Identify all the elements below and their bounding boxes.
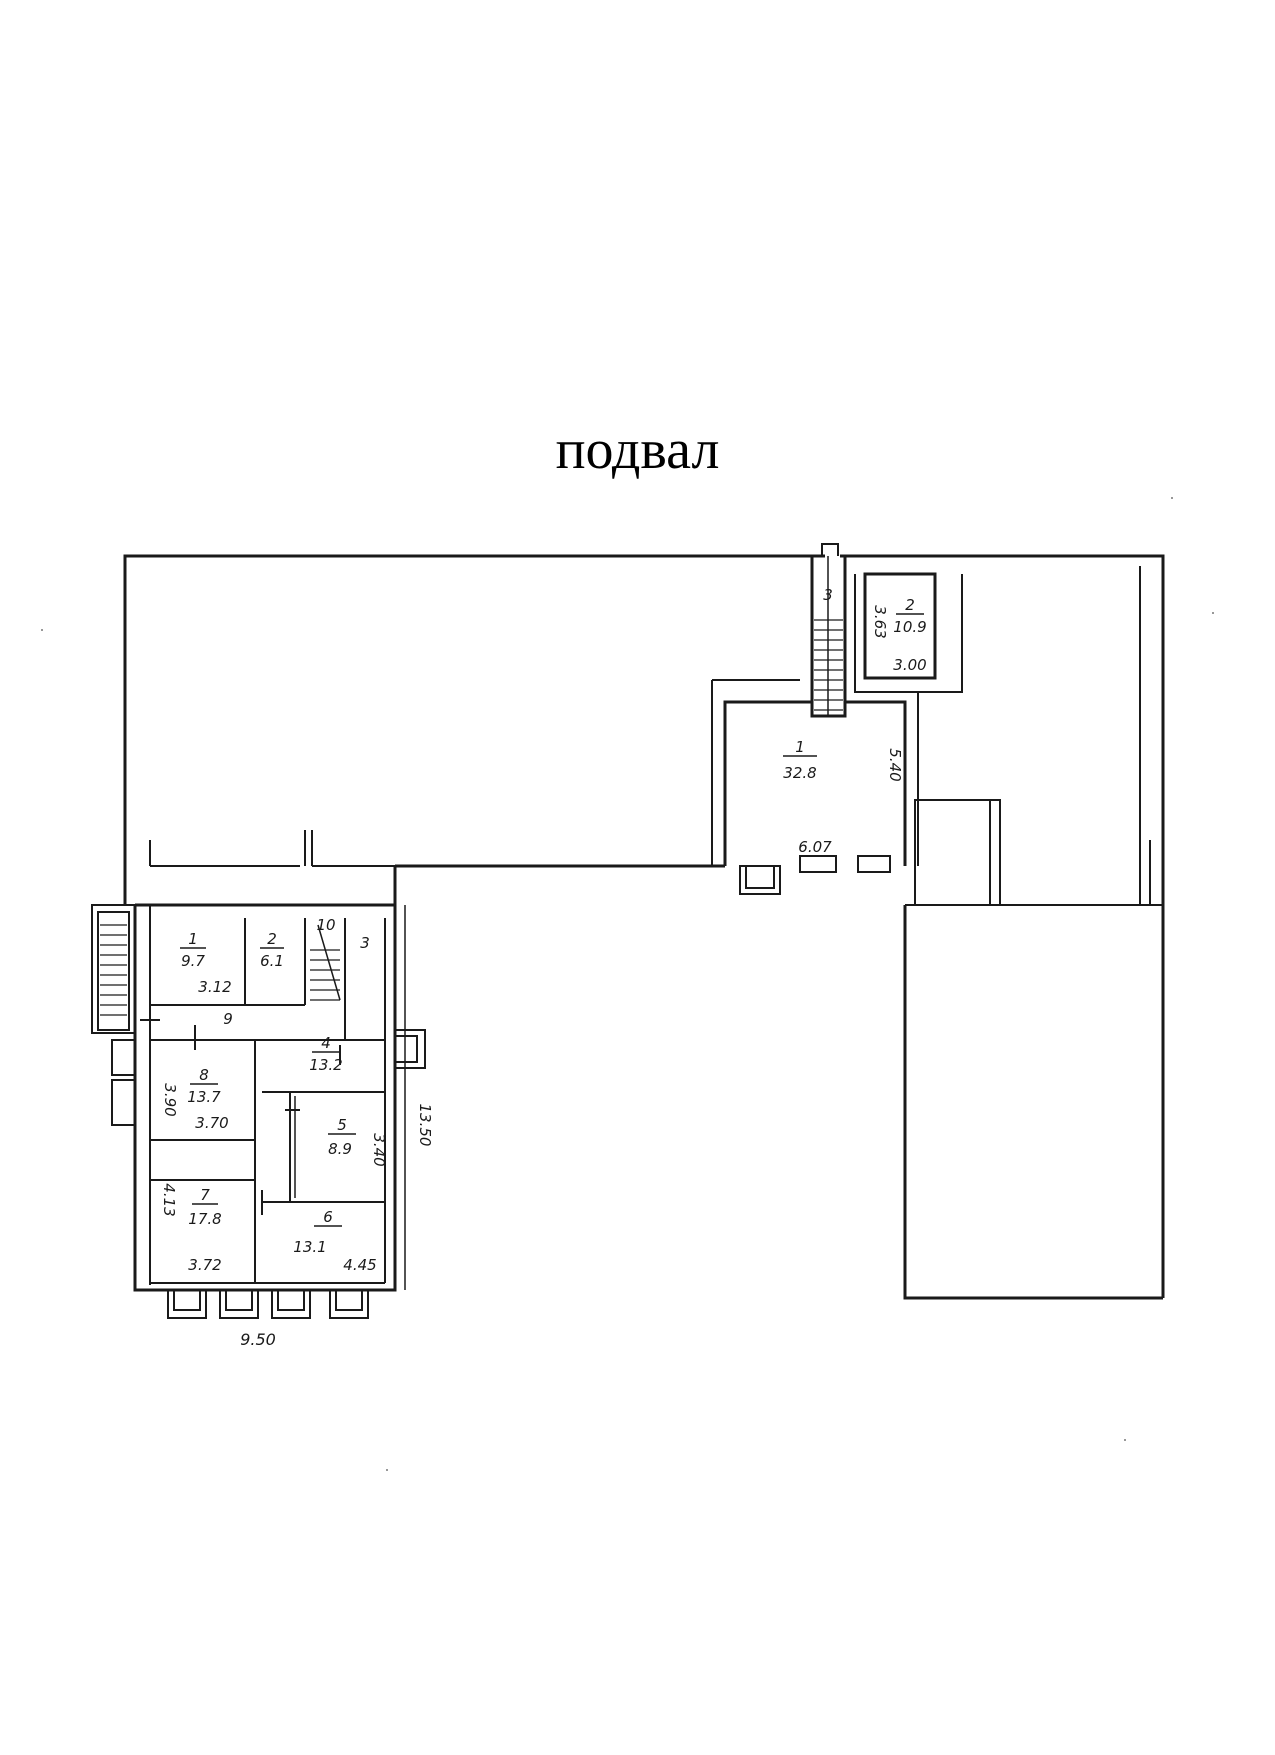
dim-4-45: 4.45 <box>343 1256 376 1274</box>
room-9-number: 9 <box>223 1010 233 1028</box>
room-1-area: 9.7 <box>181 952 205 970</box>
right-room-2-area: 10.9 <box>893 618 926 636</box>
stair-left-outer <box>100 924 127 1016</box>
room-5-area: 8.9 <box>328 1140 352 1158</box>
dim-3-12: 3.12 <box>198 978 231 996</box>
room-6-area: 13.1 <box>293 1238 326 1256</box>
left-block <box>91 903 426 1319</box>
floor-title: подвал <box>555 419 720 481</box>
room-2-area: 6.1 <box>260 952 284 970</box>
dim-3-72: 3.72 <box>188 1256 221 1274</box>
right-room-1-number: 1 <box>795 738 805 756</box>
dim-3-90: 3.90 <box>161 1083 179 1116</box>
dim-5-40: 5.40 <box>886 748 904 781</box>
room-7-area: 17.8 <box>188 1210 221 1228</box>
dim-3-00: 3.00 <box>893 656 926 674</box>
stair-right <box>814 556 843 716</box>
room-7-number: 7 <box>200 1186 210 1204</box>
right-room-2-number: 2 <box>905 596 915 614</box>
dim-9-50: 9.50 <box>240 1330 276 1349</box>
dim-6-07: 6.07 <box>798 838 832 856</box>
dim-4-13: 4.13 <box>160 1183 178 1216</box>
stair-left-inner <box>310 924 341 1001</box>
right-room-1-area: 32.8 <box>783 764 816 782</box>
room-8-number: 8 <box>199 1066 209 1084</box>
right-room-3-number: 3 <box>823 586 833 604</box>
dim-3-40: 3.40 <box>370 1133 388 1166</box>
room-5-number: 5 <box>337 1116 347 1134</box>
room-1-number: 1 <box>188 930 198 948</box>
scan-specks <box>41 497 1214 1471</box>
room-4-number: 4 <box>321 1034 331 1052</box>
room-2-number: 2 <box>267 930 277 948</box>
right-block-labels: 3 2 10.9 3.63 3.00 1 32.8 5.40 6.07 <box>783 586 927 856</box>
room-10-number: 10 <box>316 916 335 934</box>
room-8-area: 13.7 <box>187 1088 221 1106</box>
upper-wing-partitions <box>149 566 1163 906</box>
right-block <box>711 543 963 895</box>
dim-13-50: 13.50 <box>416 1104 434 1147</box>
building-outline <box>123 554 1165 1300</box>
room-6-number: 6 <box>323 1208 333 1226</box>
left-block-labels: 1 9.7 2 6.1 3 10 3.12 9 4 13.2 8 13.7 3.… <box>160 916 434 1349</box>
dim-3-70: 3.70 <box>195 1114 228 1132</box>
room-3-number: 3 <box>360 934 370 952</box>
room-4-area: 13.2 <box>309 1056 342 1074</box>
dim-3-63: 3.63 <box>871 605 889 638</box>
